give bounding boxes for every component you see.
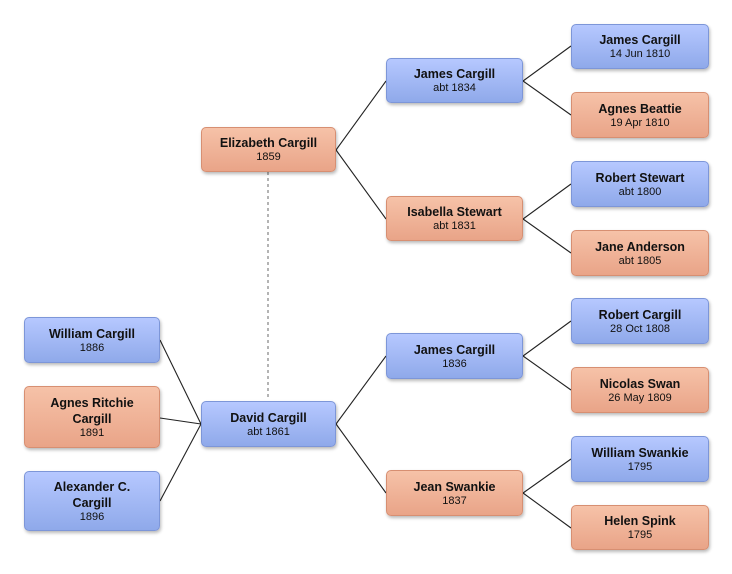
person-name: Robert Cargill (598, 307, 682, 322)
person-date: 19 Apr 1810 (610, 116, 670, 129)
person-name: Agnes Beattie (598, 101, 682, 116)
link-spouse-parents (335, 80, 387, 220)
person-sm-mother[interactable]: Jane Anderson abt 1805 (571, 230, 709, 276)
person-date: 1859 (256, 151, 281, 163)
person-name: Isabella Stewart (407, 205, 502, 219)
person-name: James Cargill (599, 33, 681, 47)
person-date: 1836 (442, 357, 467, 370)
person-name: Alexander C. Cargill (53, 479, 131, 510)
person-date: abt 1834 (433, 82, 476, 94)
person-root[interactable]: David Cargill abt 1861 (201, 401, 336, 447)
person-child-1[interactable]: William Cargill 1886 (24, 317, 160, 363)
link-sm-parents (522, 183, 572, 254)
person-name: Nicolas Swan (599, 376, 681, 391)
person-date: 1891 (79, 426, 105, 439)
person-m-mother[interactable]: Helen Spink 1795 (571, 505, 709, 550)
person-name: William Swankie (591, 445, 689, 460)
person-spouse[interactable]: Elizabeth Cargill 1859 (201, 127, 336, 172)
link-child2 (159, 417, 202, 425)
person-sf-mother[interactable]: Agnes Beattie 19 Apr 1810 (571, 92, 709, 138)
person-date: 26 May 1809 (608, 391, 672, 404)
person-date: abt 1805 (618, 254, 662, 267)
person-name: Helen Spink (604, 514, 676, 528)
person-name: David Cargill (230, 410, 307, 425)
person-date: 14 Jun 1810 (609, 48, 671, 60)
person-spouse-mother[interactable]: Isabella Stewart abt 1831 (386, 196, 523, 241)
person-date: abt 1831 (433, 220, 476, 232)
person-date: 1795 (627, 529, 653, 541)
person-child-2[interactable]: Agnes Ritchie Cargill 1891 (24, 386, 160, 448)
person-name: Jean Swankie (413, 479, 496, 494)
person-date: 28 Oct 1808 (610, 322, 670, 335)
link-root-parents (335, 355, 387, 494)
person-child-3[interactable]: Alexander C. Cargill 1896 (24, 471, 160, 531)
person-m-father[interactable]: William Swankie 1795 (571, 436, 709, 482)
link-sf-parents (522, 45, 572, 116)
person-name: Jane Anderson (595, 239, 685, 254)
person-spouse-father[interactable]: James Cargill abt 1834 (386, 58, 523, 103)
person-date: abt 1800 (618, 185, 662, 198)
person-date: 1795 (627, 460, 653, 473)
person-name: Elizabeth Cargill (219, 136, 318, 150)
person-date: 1886 (79, 341, 105, 354)
person-date: 1837 (442, 494, 467, 507)
link-m-parents (522, 458, 572, 529)
person-name: Agnes Ritchie Cargill (50, 395, 134, 426)
person-sm-father[interactable]: Robert Stewart abt 1800 (571, 161, 709, 207)
link-child3 (159, 423, 202, 502)
person-name: James Cargill (413, 342, 496, 357)
person-father[interactable]: James Cargill 1836 (386, 333, 523, 379)
person-name: James Cargill (413, 67, 496, 81)
person-f-father[interactable]: Robert Cargill 28 Oct 1808 (571, 298, 709, 344)
person-sf-father[interactable]: James Cargill 14 Jun 1810 (571, 24, 709, 69)
person-date: abt 1861 (247, 425, 290, 438)
person-name: William Cargill (48, 326, 136, 341)
person-date: 1896 (79, 510, 105, 523)
person-f-mother[interactable]: Nicolas Swan 26 May 1809 (571, 367, 709, 413)
person-name: Robert Stewart (595, 170, 685, 185)
link-child1 (159, 339, 202, 425)
link-f-parents (522, 320, 572, 391)
person-mother[interactable]: Jean Swankie 1837 (386, 470, 523, 516)
